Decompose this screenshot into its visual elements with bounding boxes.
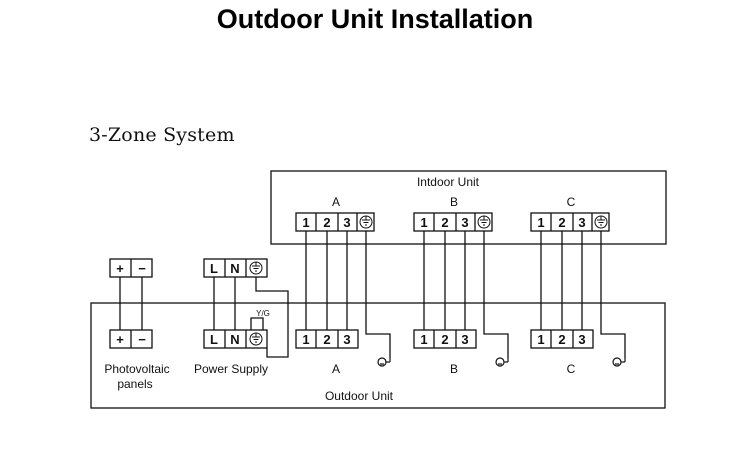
- ground-symbol-icon: [377, 357, 391, 367]
- indoor-terminal-label: 1: [537, 215, 544, 230]
- yg-label: Y/G: [256, 309, 270, 318]
- power-l-label: L: [210, 261, 218, 276]
- pv-minus-label: −: [138, 332, 146, 347]
- indoor-zone-a-label: A: [332, 195, 340, 209]
- power-supply-label: Power Supply: [194, 362, 268, 376]
- power-l-label: L: [210, 332, 218, 347]
- indoor-zone-c-label: C: [567, 195, 576, 209]
- earth-ground-icon: [477, 215, 491, 229]
- outdoor-terminal-label: 3: [578, 332, 585, 347]
- indoor-terminal-label: 2: [323, 215, 330, 230]
- outdoor-unit-label: Outdoor Unit: [325, 389, 394, 403]
- power-n-label: N: [230, 332, 239, 347]
- photovoltaic-label-line2: panels: [117, 377, 152, 391]
- outdoor-zone-b-label: B: [450, 362, 458, 376]
- outdoor-terminal-label: 2: [441, 332, 448, 347]
- pv-minus-label: −: [138, 261, 146, 276]
- indoor-terminal-label: 2: [441, 215, 448, 230]
- indoor-terminal-label: 3: [461, 215, 468, 230]
- indoor-unit-label: Intdoor Unit: [417, 175, 480, 189]
- indoor-terminal-strip-b: [413, 212, 493, 232]
- ground-symbol-icon: [495, 357, 509, 367]
- earth-ground-icon: [359, 215, 373, 229]
- indoor-terminal-label: 1: [420, 215, 427, 230]
- earth-ground-icon: [249, 261, 263, 275]
- outdoor-terminal-label: 1: [420, 332, 427, 347]
- outdoor-terminal-label: 3: [461, 332, 468, 347]
- outdoor-terminal-label: 1: [302, 332, 309, 347]
- indoor-unit-box: [270, 170, 667, 245]
- outdoor-zone-c-label: C: [567, 362, 576, 376]
- diagram-subtitle: 3-Zone System: [89, 124, 235, 146]
- pv-plus-label: +: [116, 261, 124, 276]
- page-title: Outdoor Unit Installation: [216, 4, 534, 34]
- outdoor-terminal-label: 3: [343, 332, 350, 347]
- indoor-terminal-label: 3: [343, 215, 350, 230]
- outdoor-zone-a-label: A: [332, 362, 340, 376]
- indoor-terminal-strip-a: [295, 212, 375, 232]
- earth-ground-icon: [249, 332, 263, 346]
- outdoor-unit-box: [90, 302, 666, 409]
- photovoltaic-label-line1: Photovoltaic: [104, 362, 169, 376]
- indoor-terminal-label: 2: [558, 215, 565, 230]
- power-n-label: N: [230, 261, 239, 276]
- ground-symbol-icon: [612, 357, 626, 367]
- indoor-terminal-strip-c: [530, 212, 610, 232]
- indoor-terminal-label: 3: [578, 215, 585, 230]
- pv-plus-label: +: [116, 332, 124, 347]
- outdoor-terminal-label: 2: [323, 332, 330, 347]
- outdoor-terminal-label: 1: [537, 332, 544, 347]
- indoor-terminal-label: 1: [302, 215, 309, 230]
- indoor-zone-b-label: B: [450, 195, 458, 209]
- outdoor-terminal-label: 2: [558, 332, 565, 347]
- earth-ground-icon: [594, 215, 608, 229]
